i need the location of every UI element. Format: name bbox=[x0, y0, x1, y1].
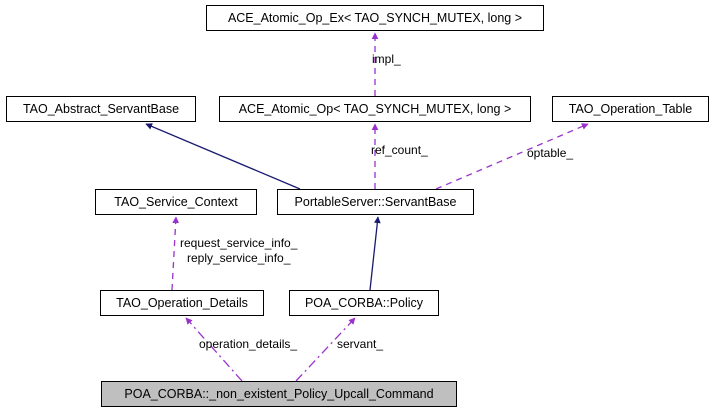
edge-service-info bbox=[171, 216, 180, 291]
edge-servant bbox=[295, 317, 356, 382]
node-poa-corba-non-existent-policy-upcall-command[interactable]: POA_CORBA::_non_existent_Policy_Upcall_C… bbox=[101, 381, 457, 407]
node-portableserver-servantbase[interactable]: PortableServer::ServantBase bbox=[277, 189, 474, 215]
edge-label-servant: servant_ bbox=[337, 337, 384, 351]
edge-label-impl: impl_ bbox=[372, 52, 401, 66]
node-ace-atomic-op[interactable]: ACE_Atomic_Op< TAO_SYNCH_MUTEX, long > bbox=[219, 96, 531, 122]
edge-policy-inherits bbox=[369, 216, 381, 291]
edge-label-operation-details: operation_details_ bbox=[199, 337, 298, 351]
edge-optable bbox=[435, 123, 589, 190]
edge-label-service-info: request_service_info_ reply_service_info… bbox=[180, 236, 297, 266]
edge-operation-details bbox=[185, 317, 243, 382]
node-poa-corba-policy[interactable]: POA_CORBA::Policy bbox=[289, 290, 439, 316]
edge-label-optable: optable_ bbox=[527, 146, 574, 160]
edge-label-reply-service-info: reply_service_info_ bbox=[187, 251, 291, 265]
node-tao-abstract-servantbase[interactable]: TAO_Abstract_ServantBase bbox=[6, 96, 196, 122]
node-tao-operation-table[interactable]: TAO_Operation_Table bbox=[552, 96, 709, 122]
edge-label-ref-count: ref_count_ bbox=[371, 143, 428, 157]
node-ace-atomic-op-ex[interactable]: ACE_Atomic_Op_Ex< TAO_SYNCH_MUTEX, long … bbox=[206, 5, 544, 31]
edge-servantbase-inherits bbox=[145, 123, 301, 190]
edge-label-request-service-info: request_service_info_ bbox=[180, 236, 298, 250]
node-tao-service-context[interactable]: TAO_Service_Context bbox=[95, 189, 257, 215]
node-tao-operation-details[interactable]: TAO_Operation_Details bbox=[100, 290, 264, 316]
